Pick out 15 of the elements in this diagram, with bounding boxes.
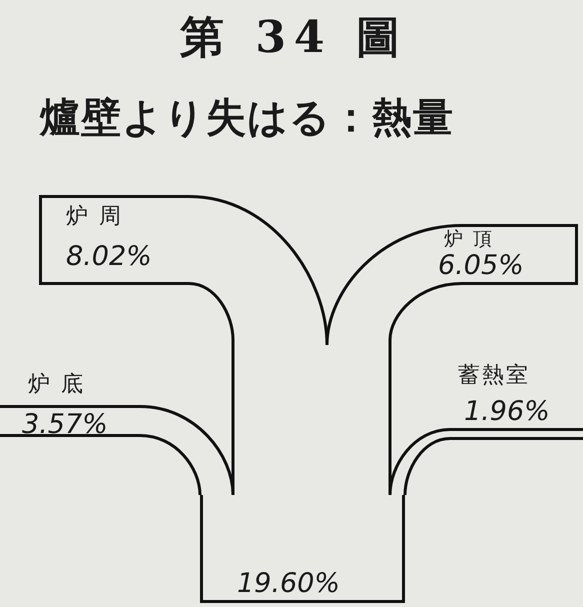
part-label: 炉 底 [28,372,85,398]
flow-band-curve [404,437,450,496]
figure-caption: 爐壁より失はる：熱量 [40,93,454,143]
percent-label: 8.02% [66,242,152,272]
label-box [39,195,189,285]
percent-label: 6.05% [438,251,524,281]
part-label: 炉 頂 [444,229,494,249]
flow-band-curve [140,434,202,496]
part-label: 炉 周 [66,204,123,230]
percent-label: 3.57% [22,410,108,440]
percent-label: 1.96% [464,397,550,427]
percent-label: 19.60% [237,569,340,599]
part-label: 蓄熱室 [458,363,530,389]
figure-title: 第 34 圖 [180,11,408,65]
total-band [200,495,405,603]
